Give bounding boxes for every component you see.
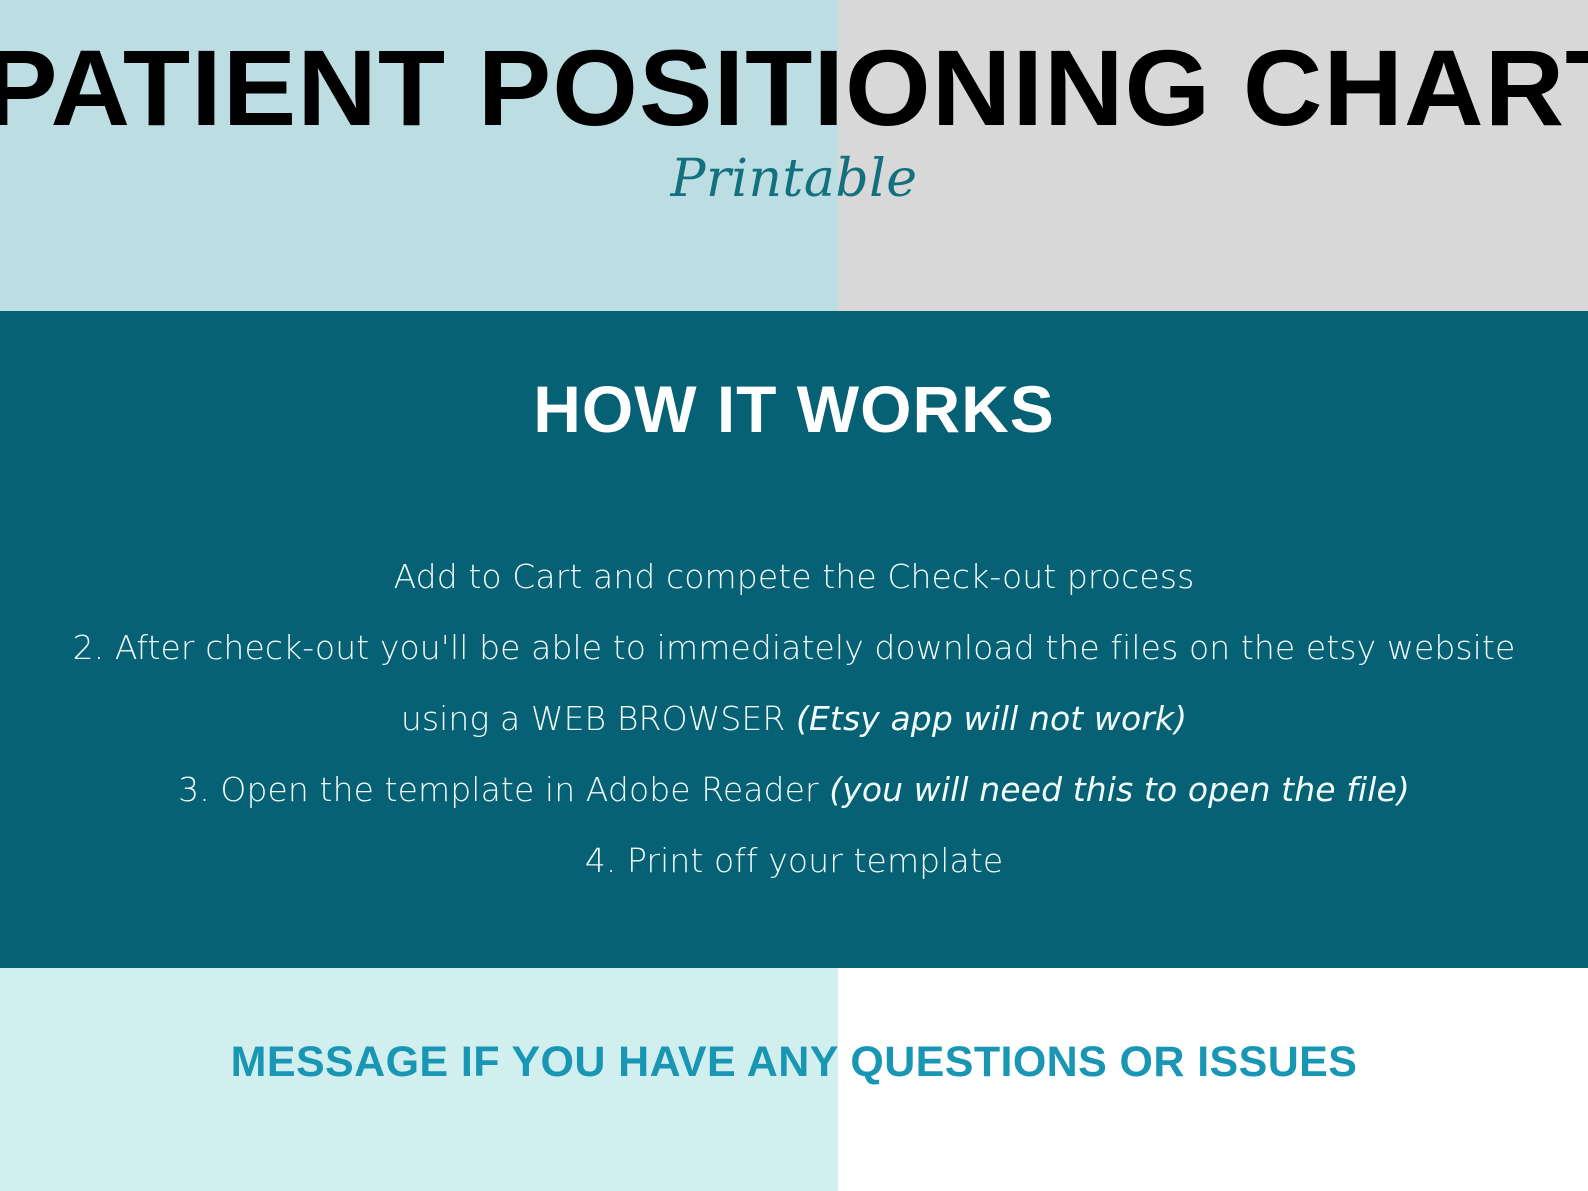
header-right-color-block [838, 0, 1588, 311]
step-text-3: 3. Open the template in Adobe Reader [178, 770, 830, 809]
step-item-2-continued: using a WEB BROWSER (Etsy app will not w… [0, 683, 1588, 754]
step-note-3: (you will need this to open the file) [829, 770, 1410, 809]
page-title: PATIENT POSITIONING CHART [0, 27, 1588, 148]
step-note-2: (Etsy app will not work) [796, 699, 1188, 738]
step-text-2-continued: using a WEB BROWSER [400, 699, 796, 738]
step-item-2: 2. After check-out you'll be able to imm… [0, 612, 1588, 683]
step-text-1: Add to Cart and compete the Check-out pr… [393, 557, 1195, 596]
steps-list: Add to Cart and compete the Check-out pr… [0, 541, 1588, 896]
footer-left-color-block [0, 968, 838, 1191]
step-text-4: 4. Print off your template [584, 841, 1004, 880]
header-left-color-block [0, 0, 838, 311]
page-subtitle: Printable [670, 149, 918, 209]
footer-right-color-block [838, 968, 1588, 1191]
step-item-4: 4. Print off your template [0, 825, 1588, 896]
step-text-2: 2. After check-out you'll be able to imm… [72, 628, 1516, 667]
header-banner: PATIENT POSITIONING CHART Printable [0, 0, 1588, 311]
how-it-works-panel: HOW IT WORKS Add to Cart and compete the… [0, 311, 1588, 968]
footer-message: MESSAGE IF YOU HAVE ANY QUESTIONS OR ISS… [230, 1038, 1358, 1086]
step-item-3: 3. Open the template in Adobe Reader (yo… [0, 754, 1588, 825]
how-it-works-heading: HOW IT WORKS [533, 372, 1055, 446]
step-item-1: Add to Cart and compete the Check-out pr… [0, 541, 1588, 612]
footer-banner: MESSAGE IF YOU HAVE ANY QUESTIONS OR ISS… [0, 968, 1588, 1191]
